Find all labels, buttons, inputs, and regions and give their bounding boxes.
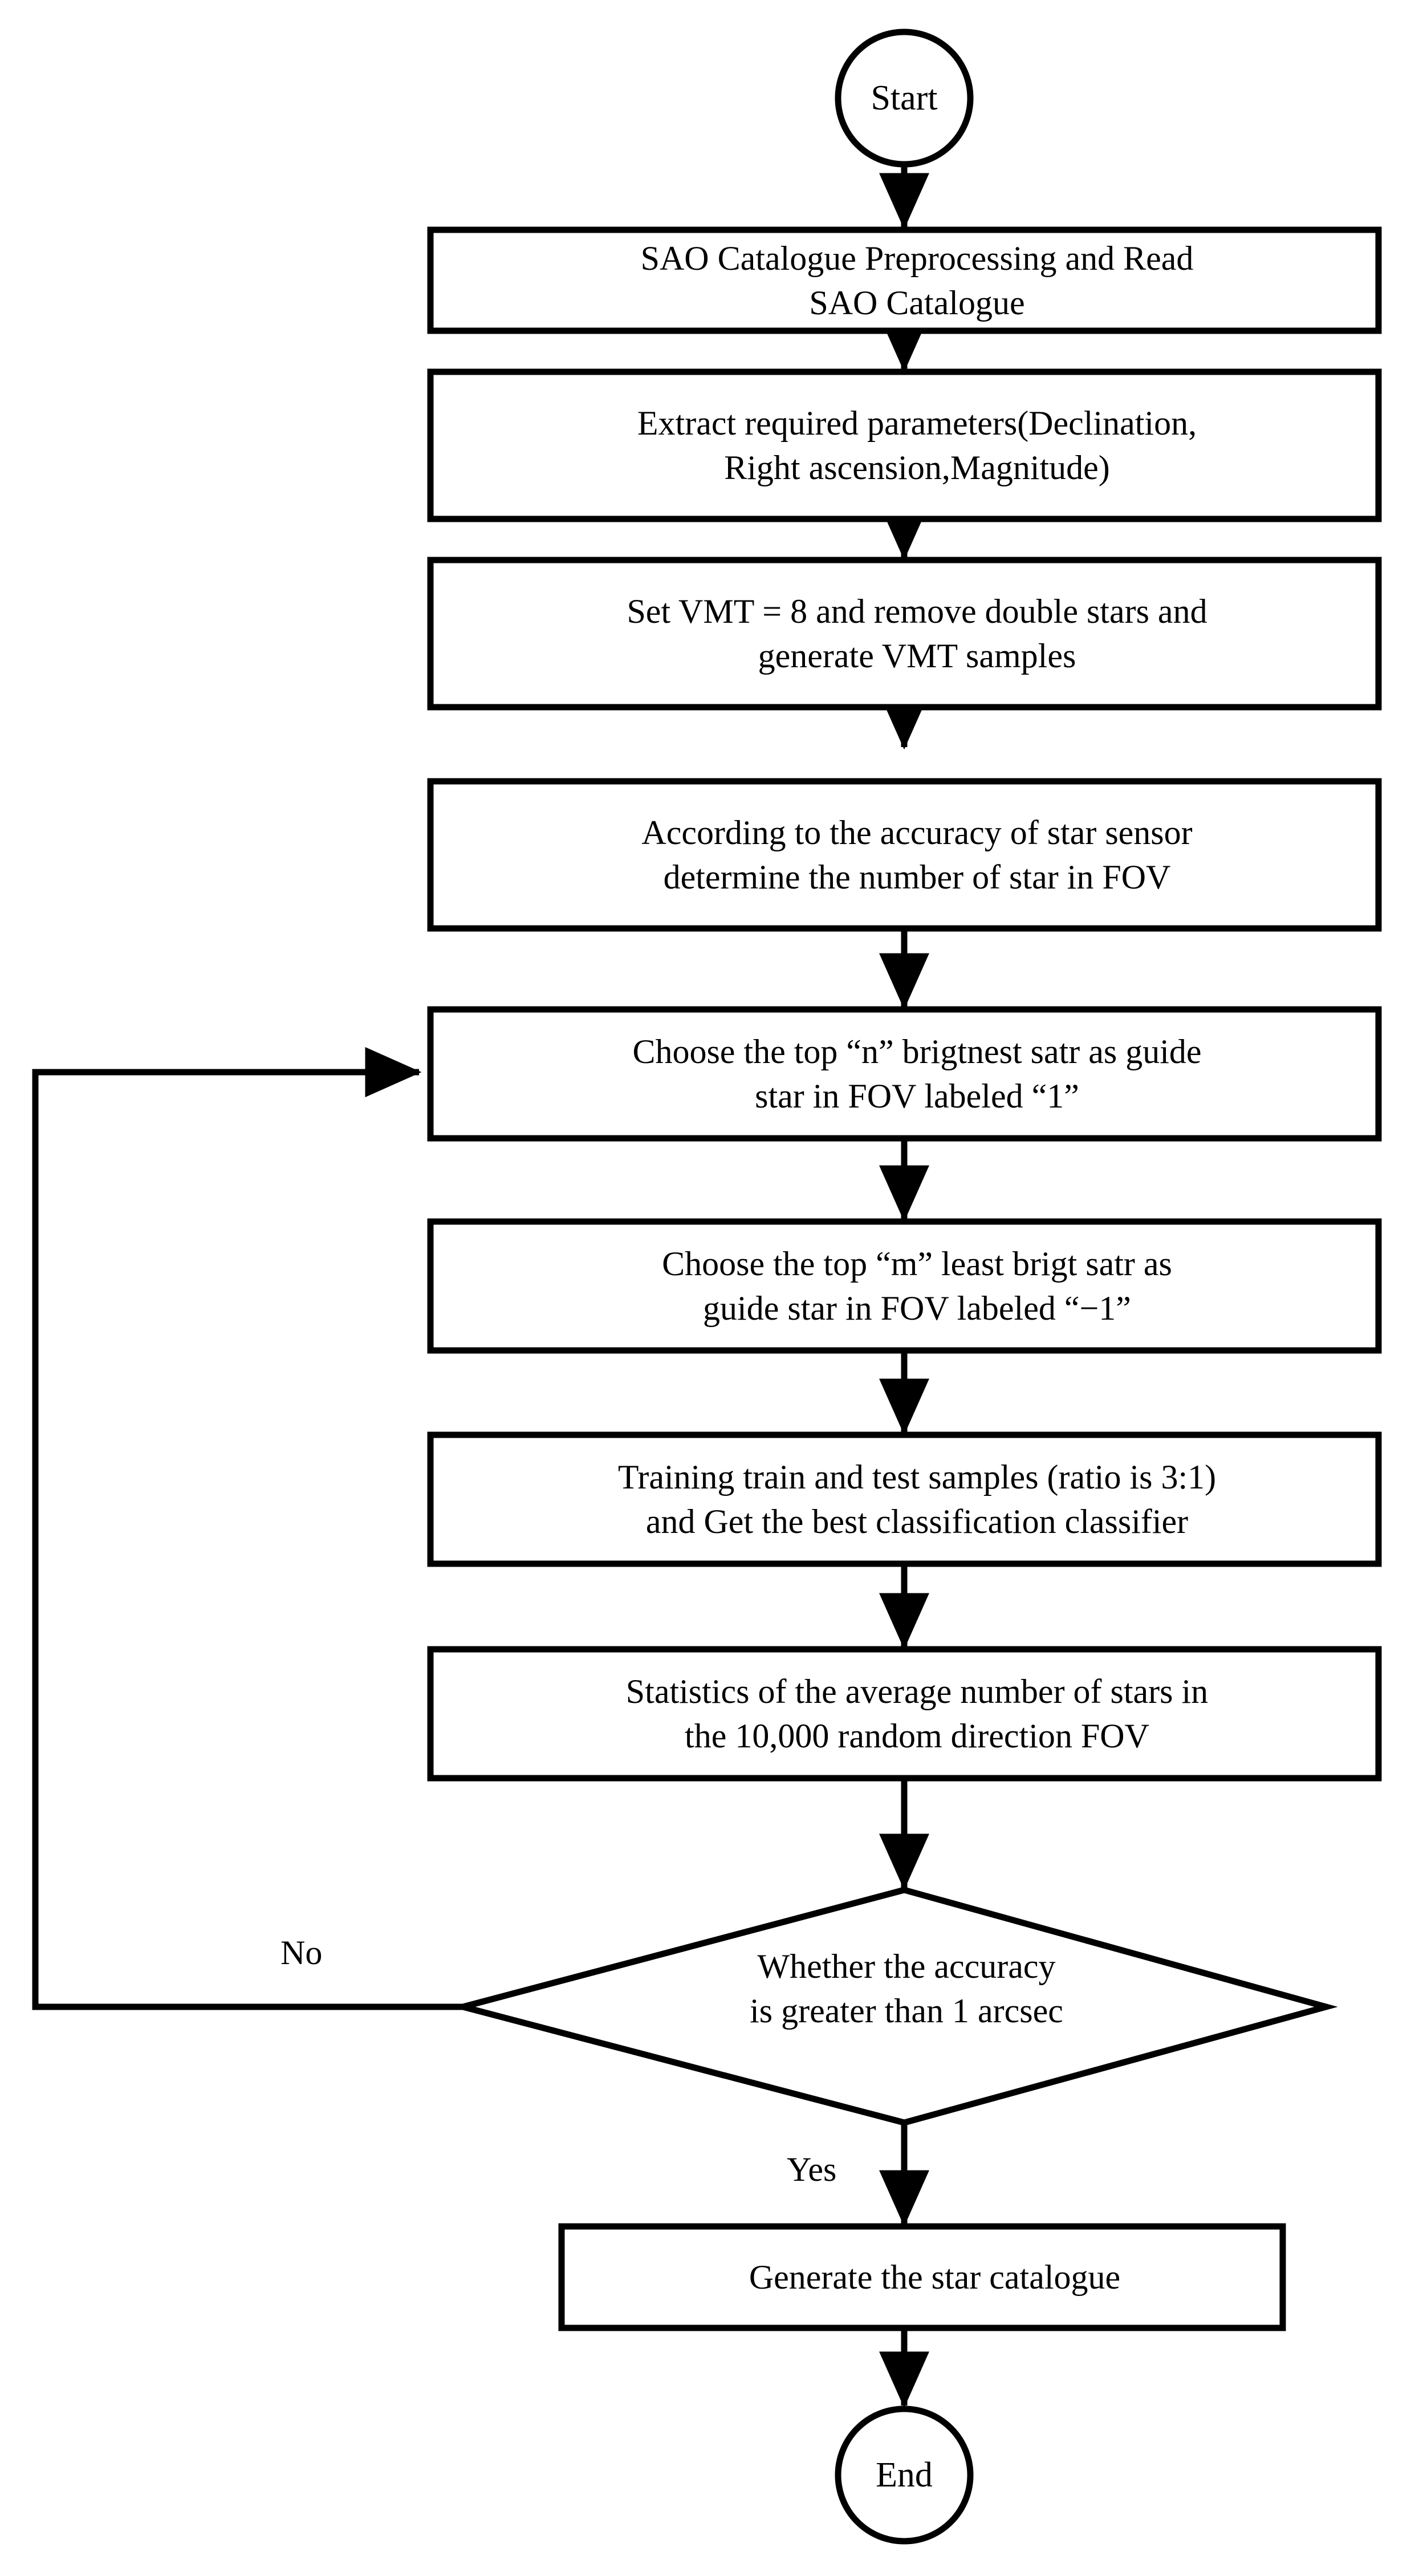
node-step2-shape <box>427 368 1382 522</box>
node-step6-shape <box>427 1218 1382 1354</box>
node-step1-shape <box>427 226 1382 334</box>
node-step4-shape <box>427 778 1382 932</box>
edge-label-yes: Yes <box>787 2151 837 2188</box>
node-step8-shape <box>427 1646 1382 1782</box>
edge-label-no: No <box>280 1934 323 1971</box>
node-step5-shape <box>427 1006 1382 1142</box>
edge-decision-no-loop <box>32 1047 463 2010</box>
node-step9-shape <box>558 2223 1286 2331</box>
node-step3-shape <box>427 557 1382 711</box>
node-end-shape <box>835 2405 974 2545</box>
node-decision-shape <box>450 1887 1338 2126</box>
node-step7-shape <box>427 1431 1382 1567</box>
node-start-shape <box>835 29 974 168</box>
